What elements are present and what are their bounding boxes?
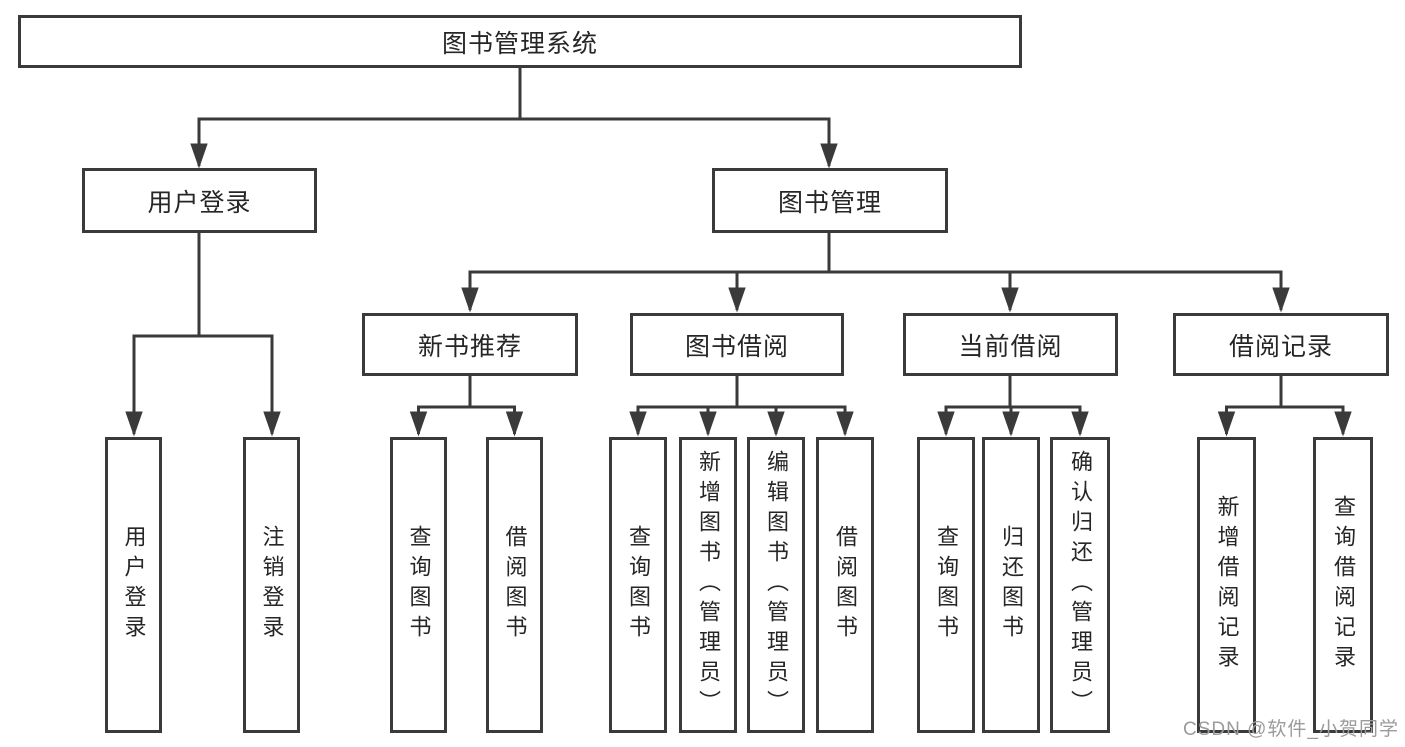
node-leaf-borrow-books-recommend: 借阅图书 bbox=[486, 437, 543, 733]
node-leaf-return-books: 归还图书 bbox=[982, 437, 1040, 733]
node-new-book-recommend: 新书推荐 bbox=[362, 313, 578, 376]
node-leaf-query-books-recommend: 查询图书 bbox=[390, 437, 447, 733]
node-leaf-query-borrow-record: 查询借阅记录 bbox=[1313, 437, 1373, 733]
node-user-login: 用户登录 bbox=[82, 168, 317, 233]
node-leaf-confirm-return-admin: 确认归还（管理员） bbox=[1050, 437, 1110, 733]
node-library-management-system: 图书管理系统 bbox=[18, 15, 1022, 68]
node-leaf-query-books-current: 查询图书 bbox=[917, 437, 975, 733]
node-borrowing-records: 借阅记录 bbox=[1173, 313, 1389, 376]
node-leaf-user-login: 用户登录 bbox=[105, 437, 162, 733]
node-book-management: 图书管理 bbox=[712, 168, 948, 233]
node-leaf-add-book-admin: 新增图书（管理员） bbox=[679, 437, 737, 733]
csdn-watermark: CSDN @软件_小贺同学 bbox=[1183, 719, 1399, 740]
node-leaf-edit-book-admin: 编辑图书（管理员） bbox=[747, 437, 805, 733]
node-leaf-logout: 注销登录 bbox=[243, 437, 300, 733]
node-book-borrowing: 图书借阅 bbox=[630, 313, 844, 376]
node-leaf-query-books-borrow: 查询图书 bbox=[609, 437, 667, 733]
node-current-borrowing: 当前借阅 bbox=[903, 313, 1118, 376]
node-leaf-borrow-books: 借阅图书 bbox=[816, 437, 874, 733]
node-leaf-add-borrow-record: 新增借阅记录 bbox=[1197, 437, 1256, 733]
